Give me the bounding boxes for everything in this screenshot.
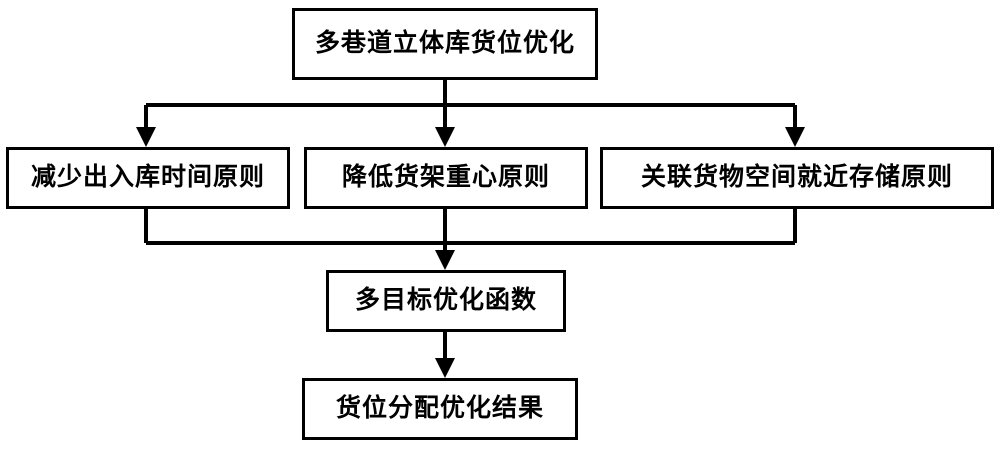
node-multi-objective-function-label: 多目标优化函数 (354, 287, 537, 315)
node-principle-lower-center-of-gravity-label: 降低货架重心原则 (341, 164, 550, 192)
node-principle-related-goods-nearby-storage-label: 关联货物空间就近存储原则 (640, 164, 953, 192)
node-principle-inout-time: 减少出入库时间原则 (6, 147, 290, 209)
arrowhead-p3 (785, 127, 805, 147)
node-root: 多巷道立体库货位优化 (292, 8, 598, 80)
node-principle-related-goods-nearby-storage: 关联货物空间就近存储原则 (600, 147, 994, 209)
node-principle-lower-center-of-gravity: 降低货架重心原则 (304, 147, 588, 209)
node-multi-objective-function: 多目标优化函数 (326, 270, 566, 332)
node-root-label: 多巷道立体库货位优化 (314, 30, 575, 58)
arrowhead-p2 (435, 127, 455, 147)
node-allocation-result: 货位分配优化结果 (302, 378, 578, 440)
arrowhead-fn (435, 250, 455, 270)
node-allocation-result-label: 货位分配优化结果 (335, 395, 544, 423)
node-principle-inout-time-label: 减少出入库时间原则 (30, 164, 265, 192)
arrowhead-p1 (136, 127, 156, 147)
arrowhead-result (435, 358, 455, 378)
